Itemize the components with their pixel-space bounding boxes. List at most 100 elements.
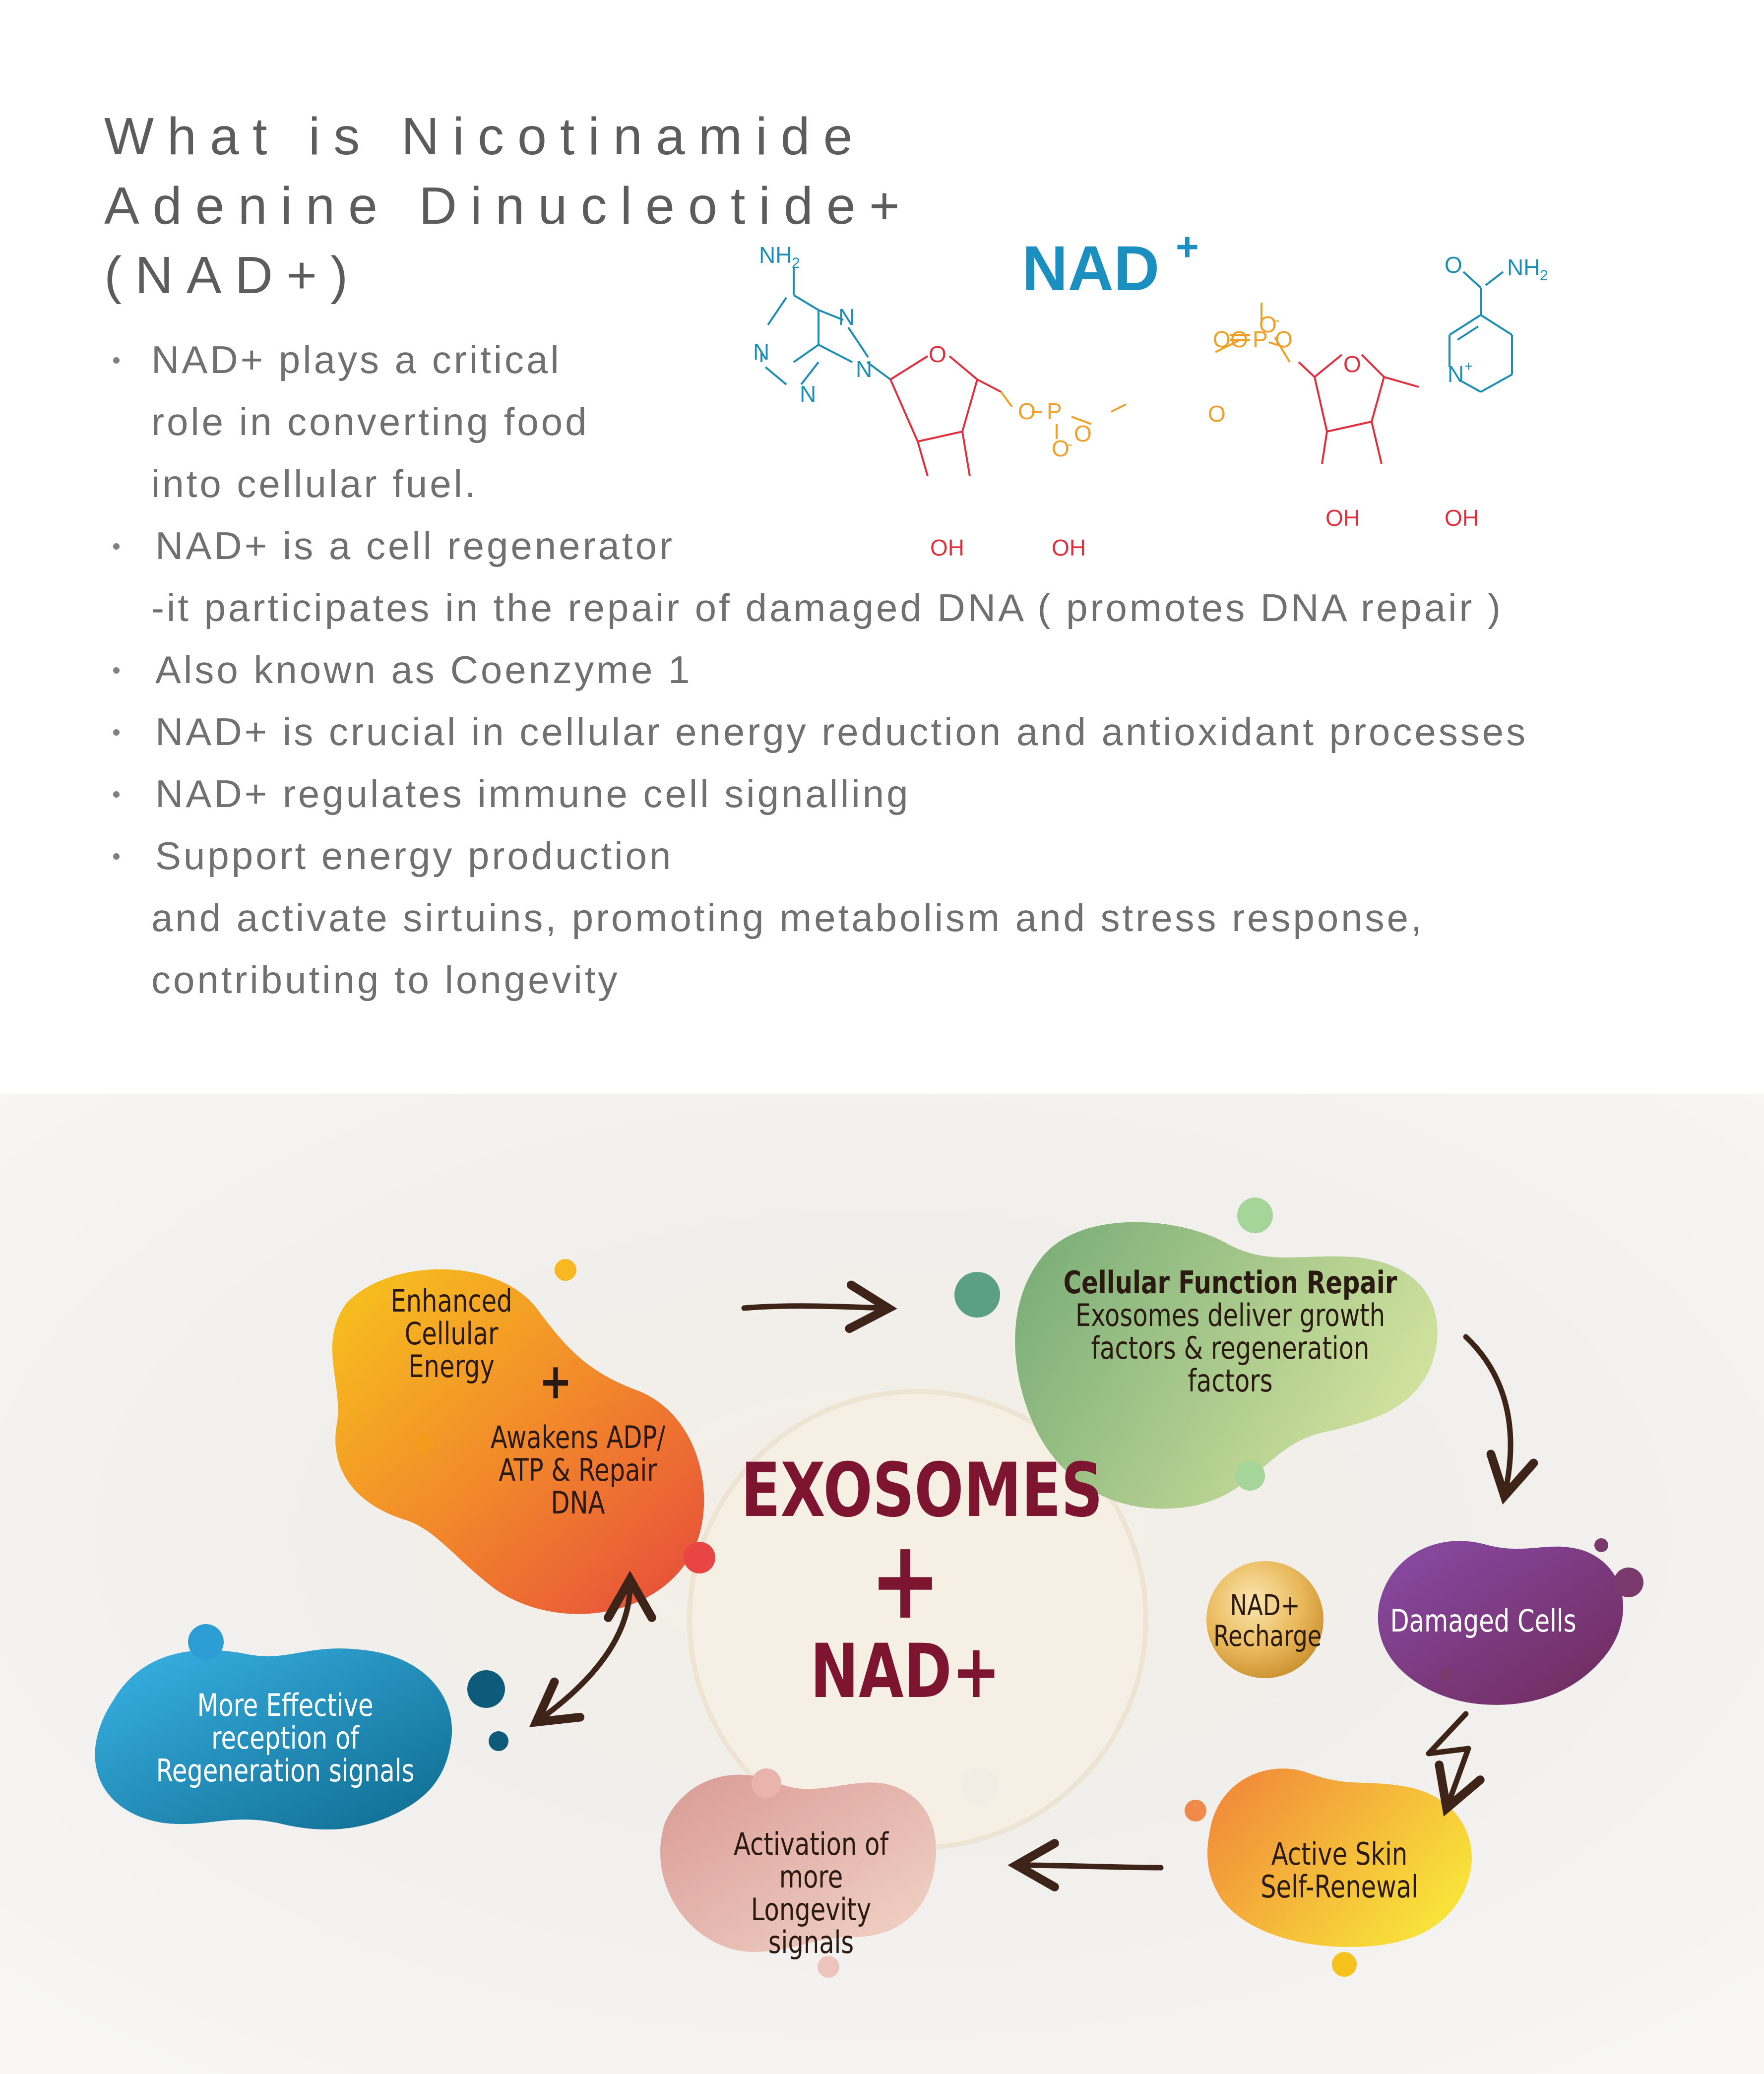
arrow-damaged-to-renewal	[1426, 1711, 1485, 1817]
svg-text:O: O	[1074, 421, 1092, 446]
bullet-dot	[113, 357, 120, 364]
renewal-blob	[1207, 1768, 1472, 1947]
arrow-energy-to-repair	[741, 1280, 897, 1333]
page-title: What is Nicotinamide Adenine Dinucleotid…	[104, 107, 913, 305]
bullet-6-line-1: Support energy production	[155, 834, 674, 878]
svg-text:O: O	[1259, 312, 1277, 337]
svg-text:OH: OH	[1445, 505, 1479, 531]
svg-text:N: N	[1448, 361, 1464, 387]
awakens-label-line: DNA	[551, 1485, 605, 1521]
bullet-1-line-2: role in converting food	[151, 400, 589, 443]
renewal-label-line: Active Skin	[1271, 1836, 1408, 1872]
repair-label: Cellular Function Repair Exosomes delive…	[1044, 1266, 1417, 1397]
decor-dot	[684, 1542, 715, 1573]
svg-text:OH: OH	[930, 535, 964, 561]
svg-text:O: O	[1343, 351, 1361, 377]
energy-label-line: Enhanced	[390, 1283, 512, 1319]
decor-dot	[1439, 1667, 1453, 1682]
recharge-label-line: Recharge	[1213, 1619, 1322, 1653]
bullet-dot	[113, 791, 120, 798]
recharge-label-line: NAD+	[1230, 1588, 1300, 1622]
nad-molecule-structure: NAD + NH 2 N N N N O OH OH	[753, 225, 1548, 561]
svg-text:N: N	[856, 356, 872, 382]
reception-blob	[95, 1648, 452, 1830]
energy-plus: +	[539, 1352, 572, 1410]
svg-text:-: -	[1068, 436, 1072, 452]
decor-dot	[752, 1768, 781, 1798]
damaged-cells-blob	[1378, 1541, 1624, 1705]
molecule-title-charge: +	[1176, 225, 1199, 269]
renewal-label: Active Skin Self-Renewal	[1252, 1838, 1427, 1903]
molecule-title: NAD	[1022, 233, 1159, 304]
svg-text:+: +	[1464, 358, 1473, 375]
recharge-label: NAD+ Recharge	[1213, 1588, 1322, 1653]
awakens-label-line: ATP & Repair	[499, 1452, 657, 1488]
longevity-blob	[660, 1774, 936, 1952]
svg-text:O: O	[1445, 252, 1462, 278]
svg-text:OH: OH	[1052, 535, 1086, 561]
background-sphere	[690, 1391, 1146, 1848]
bullet-dot	[113, 543, 120, 550]
decor-dot	[954, 1272, 1000, 1318]
bullet-2-line-1: NAD+ is a cell regenerator	[155, 524, 675, 567]
awakens-label-line: Awakens ADP/	[490, 1419, 666, 1455]
bullet-1-line-3: into cellular fuel.	[151, 462, 478, 505]
energy-label-line: Cellular	[404, 1316, 499, 1352]
decor-dot	[1332, 1952, 1357, 1977]
svg-text:O: O	[1018, 398, 1036, 424]
awakens-label: Awakens ADP/ ATP & Repair DNA	[489, 1421, 667, 1519]
repair-label-line: factors	[1188, 1363, 1273, 1399]
svg-text:N: N	[753, 339, 769, 365]
reception-label-line: More Effective	[197, 1687, 374, 1723]
repair-title: Cellular Function Repair	[1063, 1264, 1397, 1301]
svg-text:2: 2	[792, 255, 800, 271]
repair-label-line: factors & regeneration	[1091, 1330, 1370, 1366]
longevity-label-line: Activation of	[734, 1826, 888, 1862]
svg-text:O: O	[1275, 326, 1293, 352]
svg-text:O: O	[1208, 401, 1226, 427]
svg-text:N: N	[800, 381, 816, 407]
center-plus: +	[870, 1516, 941, 1643]
longevity-label: Activation of more Longevity signals	[722, 1828, 900, 1959]
energy-blob	[332, 1269, 704, 1614]
bullet-6-line-3: contributing to longevity	[151, 958, 620, 1002]
bullet-4-line-1: NAD+ is crucial in cellular energy reduc…	[155, 710, 1528, 754]
svg-text:P: P	[1253, 326, 1268, 352]
center-nad: NAD+	[810, 1629, 1001, 1715]
reception-label-line: Regeneration signals	[156, 1753, 415, 1789]
decor-dot	[467, 1670, 505, 1708]
decor-dot	[1594, 1538, 1608, 1552]
svg-text:NH: NH	[759, 242, 792, 268]
diagram-graphics	[0, 1094, 1764, 2074]
repair-blob	[1015, 1222, 1438, 1509]
arrow-energy-to-reception	[529, 1582, 633, 1727]
center-exosomes: EXOSOMES	[741, 1447, 1103, 1534]
repair-label-line: Exosomes deliver growth	[1075, 1297, 1386, 1333]
svg-text:P: P	[1047, 398, 1062, 424]
decor-dot	[1237, 1197, 1273, 1233]
decor-dot	[188, 1624, 224, 1660]
svg-text:O: O	[929, 341, 946, 367]
longevity-label-line: more Longevity	[751, 1859, 872, 1928]
decor-dot	[1614, 1568, 1643, 1597]
decor-dot	[555, 1259, 576, 1281]
arrow-renewal-to-longevity	[1008, 1839, 1164, 1891]
svg-text:O: O	[1213, 326, 1231, 352]
svg-text:-: -	[1275, 312, 1280, 328]
bullet-2-line-2: -it participates in the repair of damage…	[151, 586, 1504, 629]
decor-dot	[489, 1731, 508, 1751]
svg-text:OH: OH	[1325, 505, 1360, 531]
svg-text:O: O	[1052, 436, 1070, 461]
bullet-5-line-1: NAD+ regulates immune cell signalling	[155, 772, 911, 816]
longevity-label-line: signals	[768, 1924, 854, 1960]
decor-dot	[414, 1434, 434, 1453]
bullet-3-line-1: Also known as Coenzyme 1	[155, 648, 693, 691]
bullet-list: NAD+ plays a critical role in converting…	[113, 338, 1528, 1002]
renewal-label-line: Self-Renewal	[1260, 1869, 1418, 1905]
reception-label: More Effective reception of Regeneration…	[148, 1689, 422, 1787]
decor-dot	[1235, 1461, 1265, 1491]
energy-label-line: Energy	[408, 1348, 495, 1384]
bullet-6-line-2: and activate sirtuins, promoting metabol…	[151, 896, 1424, 940]
svg-text:NH: NH	[1507, 254, 1540, 280]
exosome-nad-cycle-diagram: EXOSOMES + NAD+ Enhanced Cellular Energy…	[0, 1094, 1764, 2074]
